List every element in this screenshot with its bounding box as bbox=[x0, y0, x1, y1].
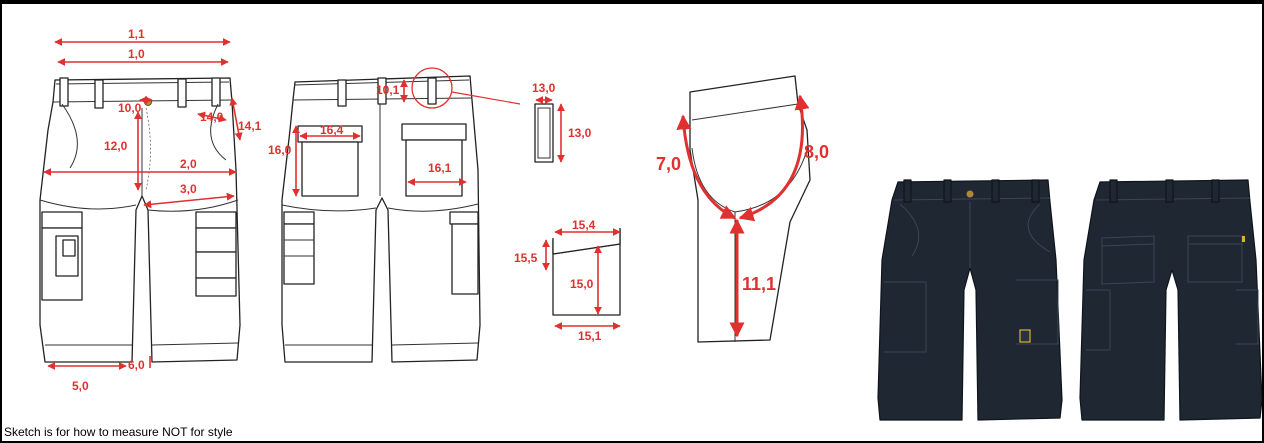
product-photo-back bbox=[1079, 179, 1263, 421]
sketch-note: Sketch is for how to measure NOT for sty… bbox=[4, 425, 233, 439]
front-measurements bbox=[43, 38, 243, 370]
label-10-0: 10,0 bbox=[118, 101, 142, 115]
button-icon bbox=[966, 190, 974, 198]
back-sketch bbox=[281, 67, 521, 363]
side-sketch bbox=[689, 75, 811, 343]
label-7-0: 7,0 bbox=[656, 154, 681, 174]
back-measurements bbox=[292, 79, 467, 197]
label-1-0: 1,0 bbox=[128, 47, 145, 61]
label-14-0: 14,0 bbox=[200, 110, 224, 124]
label-2-0: 2,0 bbox=[180, 157, 197, 171]
front-sketch bbox=[39, 77, 241, 363]
loop-callout-circle bbox=[411, 67, 453, 109]
label-10-1: 10,1 bbox=[376, 83, 400, 97]
label-3-0: 3,0 bbox=[180, 182, 197, 196]
label-16-4: 16,4 bbox=[320, 123, 344, 137]
label-15-4: 15,4 bbox=[572, 218, 596, 232]
label-14-1: 14,1 bbox=[238, 119, 262, 133]
label-12-0: 12,0 bbox=[104, 139, 128, 153]
label-15-5: 15,5 bbox=[514, 251, 538, 265]
label-13-0-height: 13,0 bbox=[568, 126, 592, 140]
side-measurements bbox=[676, 94, 810, 338]
label-1-1: 1,1 bbox=[128, 27, 145, 41]
belt-loop-detail bbox=[534, 103, 554, 163]
label-5-0: 5,0 bbox=[72, 379, 89, 393]
brand-label-icon bbox=[1019, 329, 1031, 343]
label-16-0: 16,0 bbox=[268, 143, 292, 157]
measurement-labels: 1,1 1,0 10,0 14,0 14,1 12,0 2,0 3,0 6,0 … bbox=[72, 27, 829, 393]
label-8-0: 8,0 bbox=[804, 142, 829, 162]
label-6-0: 6,0 bbox=[128, 358, 145, 372]
product-photo-front bbox=[877, 179, 1063, 421]
label-15-0: 15,0 bbox=[570, 277, 594, 291]
label-16-1: 16,1 bbox=[428, 161, 452, 175]
label-13-0-width: 13,0 bbox=[532, 81, 556, 95]
label-11-1: 11,1 bbox=[742, 274, 776, 294]
label-15-1: 15,1 bbox=[578, 329, 602, 343]
detail-measurements bbox=[535, 96, 621, 330]
pocket-detail bbox=[552, 228, 621, 316]
